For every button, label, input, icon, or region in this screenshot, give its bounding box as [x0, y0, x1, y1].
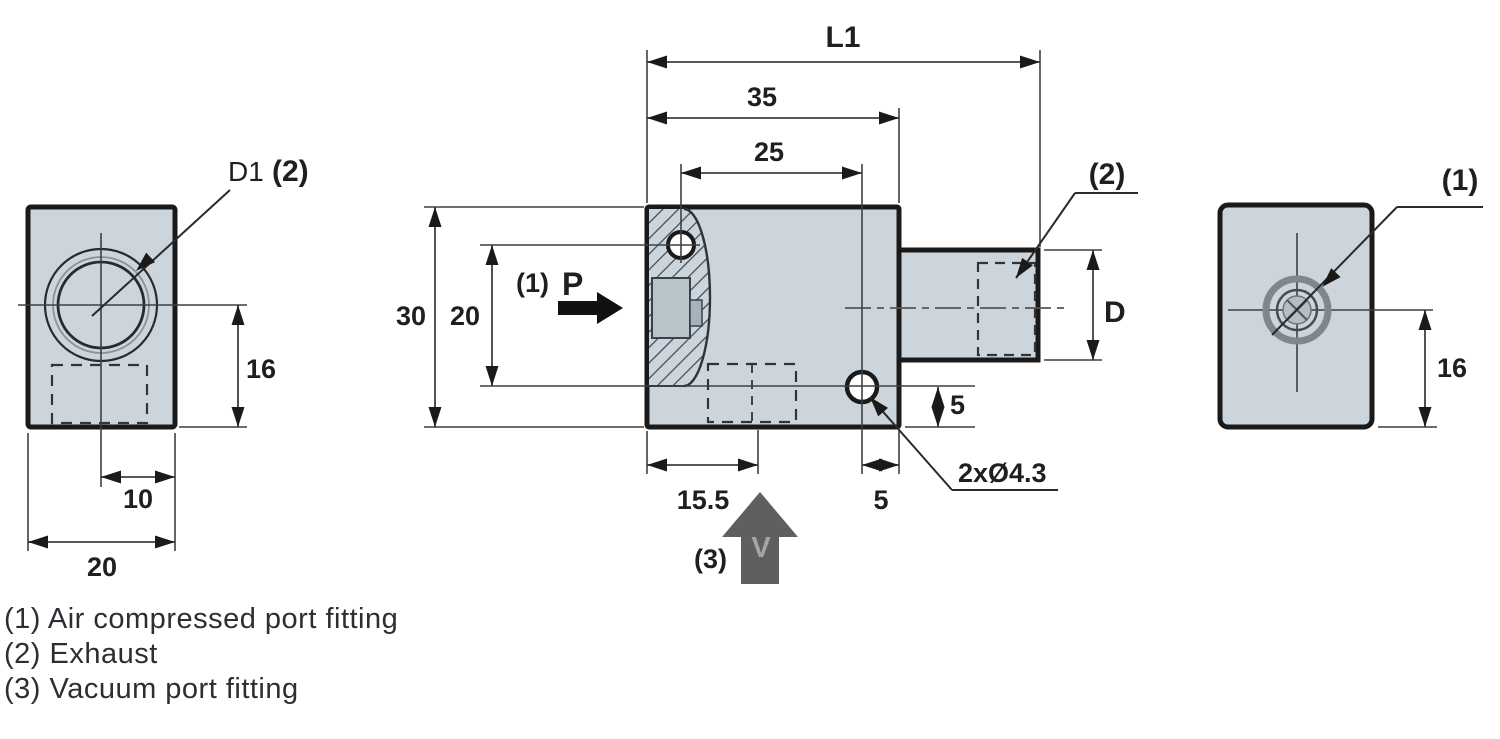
- legend: (1) Air compressed port fitting (2) Exha…: [4, 602, 398, 707]
- leader-line: [91, 189, 231, 317]
- arrowhead: [842, 166, 862, 180]
- arrowhead: [879, 111, 899, 125]
- vacuum-port-marker: V (3): [694, 492, 798, 584]
- pressure-text: P: [562, 266, 583, 302]
- rear-dim-16: 16: [1378, 310, 1467, 428]
- arrowhead: [155, 470, 175, 484]
- dim-text: 30: [396, 301, 426, 331]
- legend-item-exhaust: (2) Exhaust: [4, 638, 158, 670]
- dim-20: 20: [450, 245, 499, 386]
- ref3-text: (3): [694, 544, 727, 574]
- nozzle-hidden-bore: [976, 261, 1037, 357]
- callout-text: (1): [1442, 164, 1479, 197]
- dim-5-right: 5: [905, 387, 975, 428]
- arrowhead: [1418, 310, 1432, 330]
- front-callout-d1: D1 (2): [91, 155, 309, 317]
- bore-step: [689, 299, 703, 327]
- arrowhead: [879, 458, 899, 472]
- pressure-inlet-marker: (1) P: [516, 266, 623, 324]
- fitting-mid-circle: [1275, 288, 1319, 332]
- dim-15-5: 15.5: [646, 430, 759, 515]
- dim-text: 35: [747, 82, 777, 112]
- arrowhead: [428, 207, 442, 227]
- front-hidden-vacuum-port: [50, 363, 149, 425]
- arrowhead: [231, 407, 245, 427]
- front-view: 16 10 20 D1 (2): [18, 155, 309, 582]
- leader-line: [1271, 206, 1398, 336]
- callout-text-ref2: (2): [272, 155, 309, 188]
- dim-text: L1: [825, 21, 860, 54]
- fitting-outer-ring: [1262, 275, 1332, 345]
- callout-text: (2): [1089, 158, 1126, 191]
- pressure-port-cavity: [651, 277, 691, 339]
- legend-item-air-port: (1) Air compressed port fitting: [4, 603, 399, 635]
- dim-D: D: [1044, 249, 1126, 361]
- arrowhead: [738, 458, 758, 472]
- dim-35: 35: [647, 82, 900, 203]
- arrowhead: [681, 166, 701, 180]
- dim-text: 5: [873, 485, 888, 515]
- callout-text-d1: D1: [228, 156, 264, 187]
- arrowhead: [647, 111, 667, 125]
- dim-text: 15.5: [677, 485, 730, 515]
- arrowhead: [931, 387, 945, 407]
- dim-text: 5: [950, 390, 965, 420]
- counterbore-arc: [683, 207, 712, 388]
- vacuum-text: V: [751, 532, 771, 564]
- arrowhead: [155, 535, 175, 549]
- rear-view: (1) 16: [1217, 164, 1483, 430]
- arrowhead: [647, 458, 667, 472]
- pressure-flow-arrow: [558, 292, 623, 324]
- leader-line: [869, 396, 953, 491]
- dim-L1: L1: [646, 21, 1041, 247]
- arrowhead: [428, 407, 442, 427]
- dim-text: D: [1104, 296, 1126, 329]
- arrowhead: [28, 535, 48, 549]
- dim-text: 20: [450, 301, 480, 331]
- arrowhead: [101, 470, 121, 484]
- arrowhead: [1020, 55, 1040, 69]
- callout-air-port: (1): [1271, 164, 1483, 336]
- dim-text: 16: [1437, 353, 1467, 383]
- dim-text: 20: [87, 552, 117, 582]
- dim-5-bottom: 5: [862, 431, 900, 515]
- arrowhead: [485, 245, 499, 265]
- ref1-text: (1): [516, 268, 549, 298]
- dim-text: 16: [246, 354, 276, 384]
- dim-25: 25: [681, 137, 862, 180]
- arrowhead: [1086, 250, 1100, 270]
- arrowhead: [931, 407, 945, 427]
- legend-item-vacuum-port: (3) Vacuum port fitting: [4, 673, 299, 705]
- callout-mount-holes: 2xØ4.3: [865, 392, 1058, 491]
- section-view: L1 35 25 30: [396, 21, 1138, 584]
- dim-text: 10: [123, 484, 153, 514]
- vacuum-flow-arrow: [722, 492, 798, 584]
- dim-30: 30: [396, 206, 644, 428]
- arrowhead: [1418, 407, 1432, 427]
- dim-text: 25: [754, 137, 784, 167]
- arrowhead: [647, 55, 667, 69]
- arrowhead: [485, 366, 499, 386]
- front-dim-16: 16: [179, 305, 276, 428]
- callout-exhaust: (2): [1010, 158, 1138, 282]
- arrowhead: [231, 305, 245, 325]
- callout-text: 2xØ4.3: [958, 458, 1047, 488]
- front-dim-10: 10: [101, 433, 176, 551]
- front-dim-20: 20: [27, 433, 175, 582]
- arrowhead: [1086, 340, 1100, 360]
- nozzle-outline: [896, 247, 1041, 363]
